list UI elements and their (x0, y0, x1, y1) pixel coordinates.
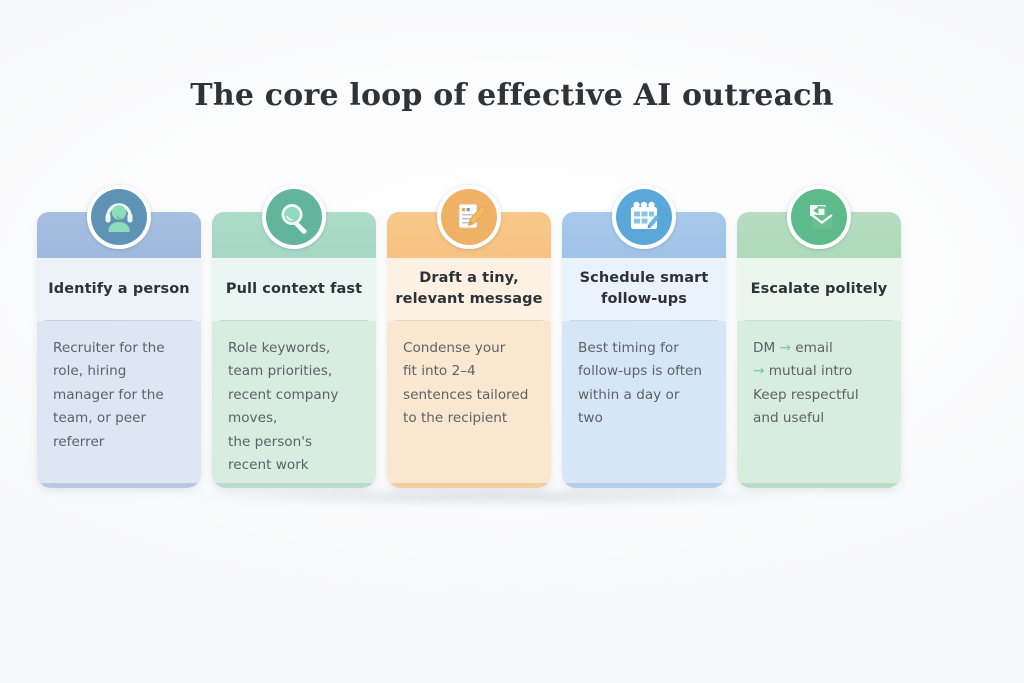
card-divider-1 (45, 320, 193, 321)
flow-chevron-5 (901, 256, 935, 322)
card-surface-3: Draft a tiny, relevant message Condense … (387, 212, 551, 488)
step-title-3: Draft a tiny, relevant message (395, 270, 543, 307)
step-body-1: Recruiter for the role, hiring manager f… (53, 340, 165, 450)
step-title-2: Pull context fast (225, 280, 363, 297)
step-body-4: Best timing for follow-ups is often with… (578, 340, 702, 427)
arrow-right-glyph: → (753, 363, 765, 380)
document-pencil-icon (441, 189, 497, 245)
step-icon-badge-2 (262, 185, 326, 249)
card-divider-3 (395, 320, 543, 321)
card-body-1: Recruiter for the role, hiring manager f… (37, 321, 201, 488)
flow-step-card-2[interactable]: Pull context fast Role keywords, team pr… (212, 185, 376, 488)
flow-step-card-3[interactable]: Draft a tiny, relevant message Condense … (387, 185, 551, 488)
process-flow: Identify a person Recruiter for the role… (37, 185, 987, 510)
card-foot-stripe-1 (37, 483, 201, 488)
card-surface-2: Pull context fast Role keywords, team pr… (212, 212, 376, 488)
flow-step-card-5[interactable]: Escalate politely DM → email → mutual in… (737, 185, 901, 488)
step-icon-badge-1 (87, 185, 151, 249)
page-title: The core loop of effective AI outreach (190, 78, 834, 113)
card-body-2: Role keywords, team priorities, recent c… (212, 321, 376, 488)
card-surface-4: Schedule smart follow-ups Best timing fo… (562, 212, 726, 488)
support-agent-icon (91, 189, 147, 245)
card-divider-2 (220, 320, 368, 321)
card-divider-5 (745, 320, 893, 321)
card-title-band-5: Escalate politely (737, 258, 901, 320)
flow-step-card-4[interactable]: Schedule smart follow-ups Best timing fo… (562, 185, 726, 488)
card-body-4: Best timing for follow-ups is often with… (562, 321, 726, 488)
card-foot-stripe-5 (737, 483, 901, 488)
card-title-band-2: Pull context fast (212, 258, 376, 320)
card-divider-4 (570, 320, 718, 321)
step-title-4: Schedule smart follow-ups (579, 270, 709, 307)
arrow-right-glyph: → (779, 340, 791, 356)
step-body-5: DM → email → mutual intro Keep respectfu… (753, 340, 859, 427)
card-foot-stripe-2 (212, 483, 376, 488)
step-icon-badge-3 (437, 185, 501, 249)
card-body-3: Condense your fit into 2–4 sentences tai… (387, 321, 551, 488)
card-surface-1: Identify a person Recruiter for the role… (37, 212, 201, 488)
reply-envelope-icon (791, 189, 847, 245)
step-title-1: Identify a person (48, 280, 190, 297)
card-foot-stripe-4 (562, 483, 726, 488)
card-foot-stripe-3 (387, 483, 551, 488)
calendar-edit-icon (616, 189, 672, 245)
step-icon-badge-4 (612, 185, 676, 249)
step-icon-badge-5 (787, 185, 851, 249)
card-title-band-1: Identify a person (37, 258, 201, 320)
flow-step-card-1[interactable]: Identify a person Recruiter for the role… (37, 185, 201, 488)
step-title-5: Escalate politely (750, 280, 888, 297)
flow-ground-shadow (65, 484, 925, 510)
step-body-3: Condense your fit into 2–4 sentences tai… (403, 340, 529, 427)
step-body-2: Role keywords, team priorities, recent c… (228, 340, 339, 473)
card-surface-5: Escalate politely DM → email → mutual in… (737, 212, 901, 488)
card-title-band-4: Schedule smart follow-ups (562, 258, 726, 320)
card-body-5: DM → email → mutual intro Keep respectfu… (737, 321, 901, 488)
card-title-band-3: Draft a tiny, relevant message (387, 258, 551, 320)
magnifier-icon (266, 189, 322, 245)
